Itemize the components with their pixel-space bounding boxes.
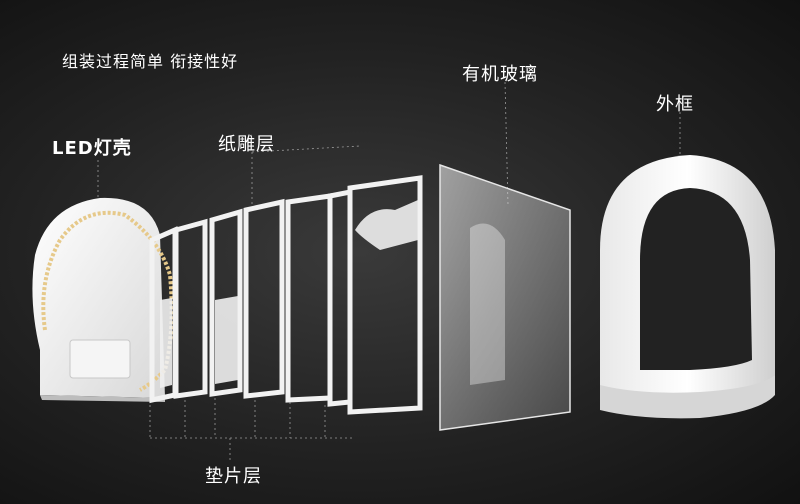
led-strip (41, 210, 174, 392)
outer-frame (600, 155, 775, 419)
label-led-shell: LED灯壳 (52, 138, 132, 159)
paper-layer (243, 198, 285, 399)
layer-stack (149, 175, 423, 415)
label-acrylic-glass: 有机玻璃 (462, 64, 538, 85)
paper-layer (173, 218, 208, 399)
spacer-layer (285, 193, 333, 403)
label-outer-frame: 外框 (656, 94, 694, 115)
layer-fills (160, 200, 418, 388)
guide-lines (97, 81, 681, 462)
paper-layer (327, 188, 353, 407)
headline: 组装过程简单 衔接性好 (62, 52, 239, 71)
paper-layer (347, 175, 423, 415)
spacer-layer (209, 208, 243, 397)
led-shell (32, 197, 174, 402)
label-paper-layer: 纸雕层 (218, 134, 275, 155)
acrylic-glass (439, 163, 571, 431)
driver-box (69, 339, 131, 379)
label-spacer-layer: 垫片层 (205, 466, 262, 487)
